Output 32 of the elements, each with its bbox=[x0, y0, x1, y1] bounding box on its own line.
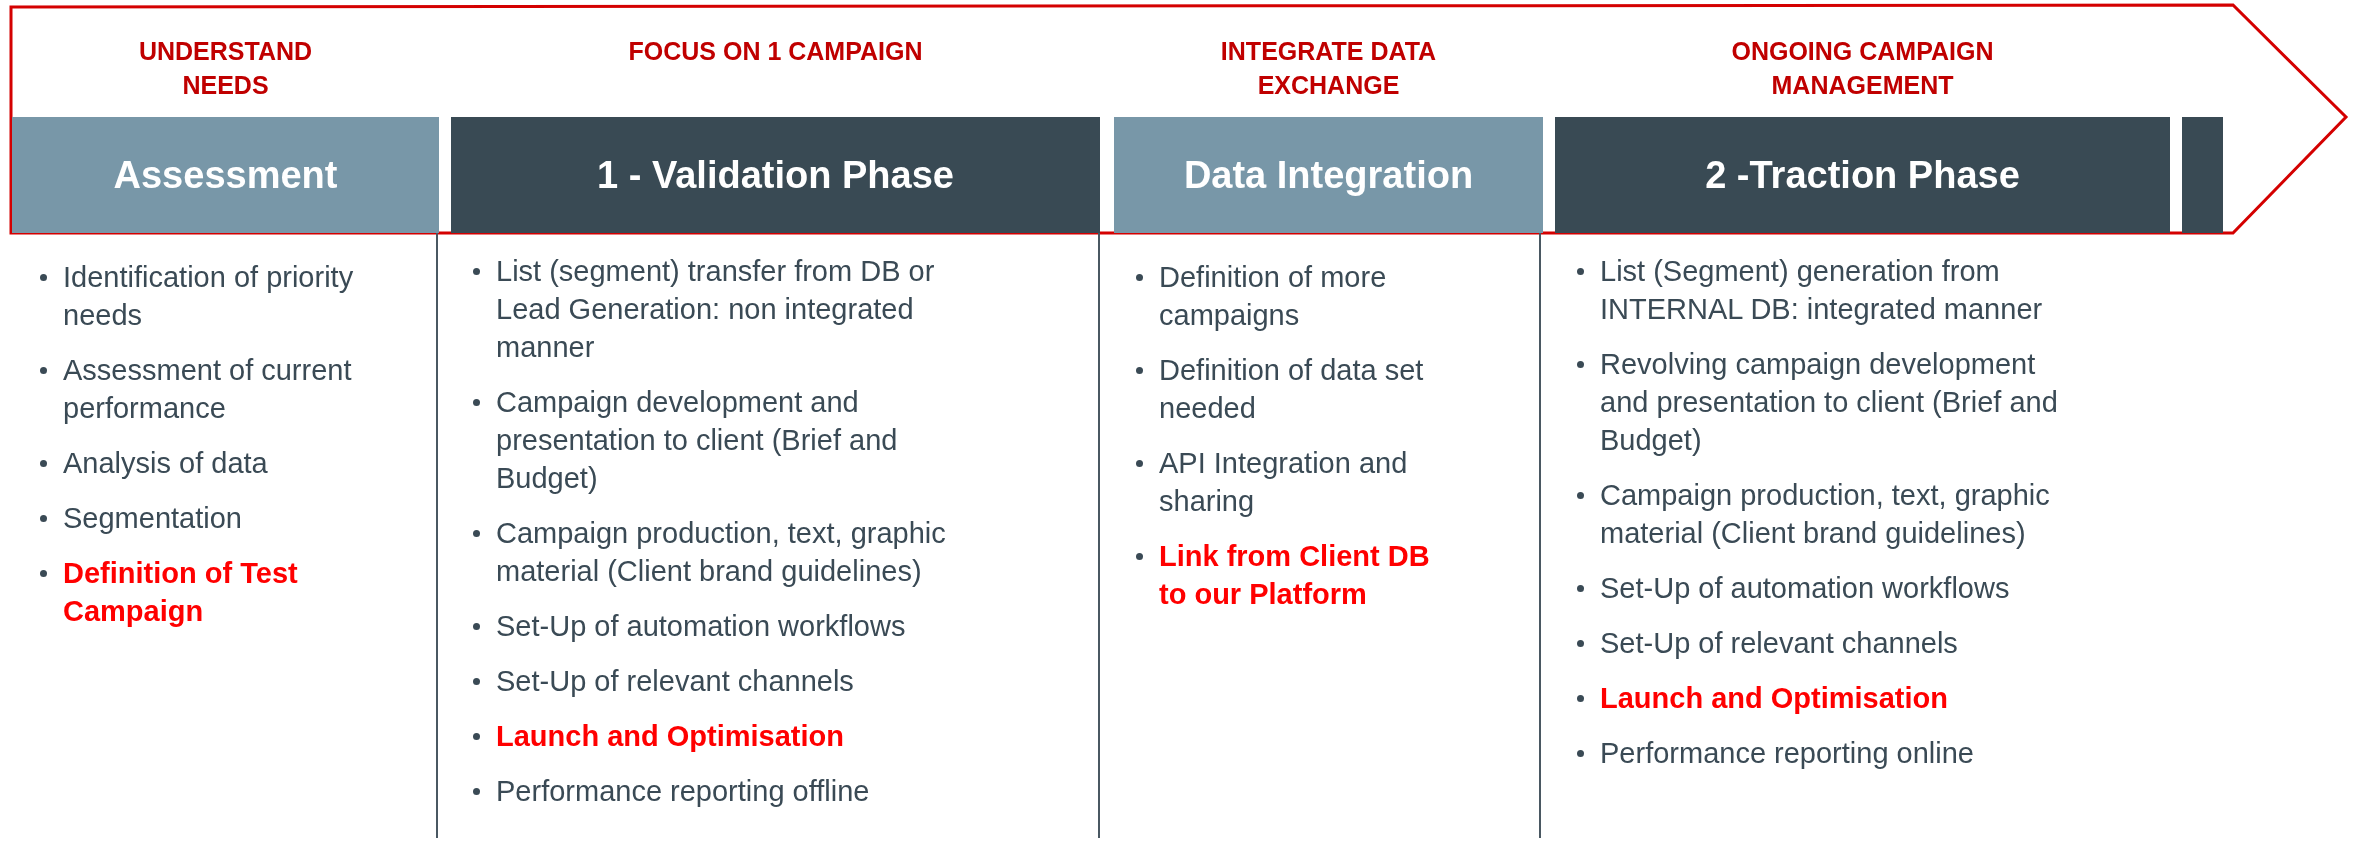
bullet-text: Set-Up of automation workflows bbox=[496, 609, 906, 644]
bullet-text: Launch and Optimisation bbox=[1600, 681, 1948, 716]
bullet-text: Performance reporting offline bbox=[496, 774, 870, 809]
bullet-text: Launch and Optimisation bbox=[496, 719, 844, 754]
phase-bar: Data Integration bbox=[1114, 117, 1543, 233]
stage-heading: INTEGRATE DATA EXCHANGE bbox=[1219, 36, 1438, 101]
bullet-text: Campaign production, text, graphic material (Client brand guidelines) bbox=[496, 516, 947, 589]
bullet-text: Revolving campaign development and presentation to client (Brief and Budget) bbox=[1600, 347, 2059, 458]
bullet-text: Definition of more campaigns bbox=[1159, 260, 1388, 333]
bullet-text: Analysis of data bbox=[63, 446, 268, 481]
bullet-text: Set-Up of relevant channels bbox=[496, 664, 854, 699]
bullet-text: List (segment) transfer from DB or Lead Generation: non integrated manner bbox=[496, 254, 936, 365]
bullet-text: List (Segment) generation from INTERNAL DB: integrated manner bbox=[1600, 254, 2044, 327]
bullet-text: Definition of Test Campaign bbox=[63, 556, 299, 629]
phase-bar: Assessment bbox=[12, 117, 439, 233]
bullet-text: API Integration and sharing bbox=[1159, 446, 1409, 519]
bullet-text: Set-Up of relevant channels bbox=[1600, 626, 1958, 661]
bullet-text: Link from Client DB to our Platform bbox=[1159, 539, 1431, 612]
bullet-text: Campaign development and presentation to client (Brief and Budget) bbox=[496, 385, 899, 496]
bullet-text: Definition of data set needed bbox=[1159, 353, 1425, 426]
stage-heading: FOCUS ON 1 CAMPAIGN bbox=[627, 36, 924, 67]
stage-heading: UNDERSTAND NEEDS bbox=[137, 36, 314, 101]
phase-bar bbox=[2182, 117, 2223, 233]
bullet-text: Assessment of current performance bbox=[63, 353, 353, 426]
phase-bar: 2 -Traction Phase bbox=[1555, 117, 2170, 233]
stage-heading: ONGOING CAMPAIGN MANAGEMENT bbox=[1730, 36, 1995, 101]
phase-bar: 1 - Validation Phase bbox=[451, 117, 1100, 233]
bullet-text: Performance reporting online bbox=[1600, 736, 1974, 771]
bullet-text: Identification of priority needs bbox=[63, 260, 355, 333]
bullet-text: Campaign production, text, graphic material (Client brand guidelines) bbox=[1600, 478, 2051, 551]
bullet-text: Segmentation bbox=[63, 501, 242, 536]
bullet-text: Set-Up of automation workflows bbox=[1600, 571, 2010, 606]
